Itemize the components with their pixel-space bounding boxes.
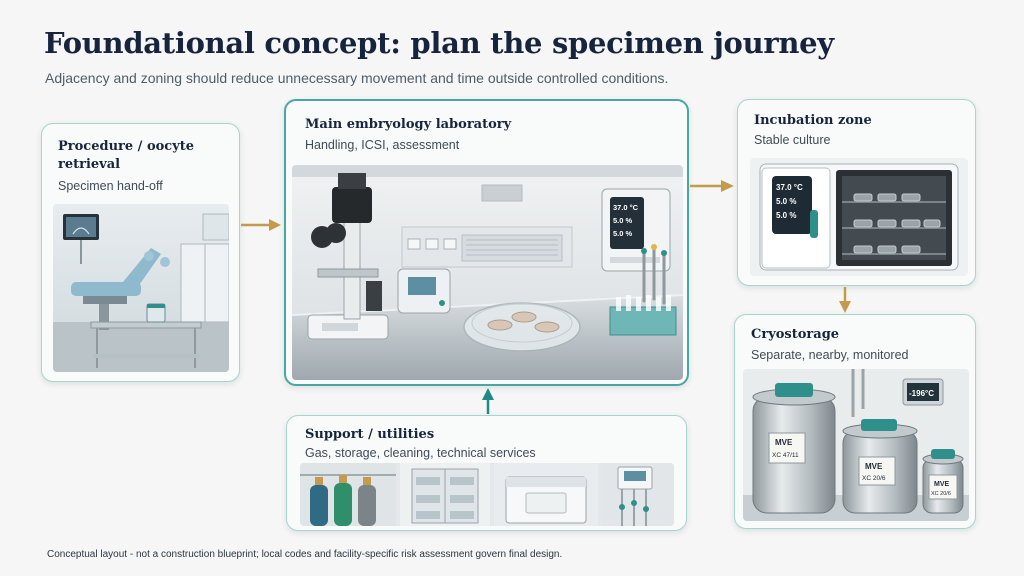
page-subtitle: Adjacency and zoning should reduce unnec…: [45, 70, 669, 86]
main-lab-illustration: 37.0 °C 5.0 % 5.0 %: [292, 165, 683, 380]
incubation-zone-card: Incubation zone Stable culture 37.0 °C 5…: [737, 99, 976, 286]
incubator-display-temp: 37.0 °C: [776, 183, 803, 192]
dewar-2-label-line1: MVE: [865, 462, 883, 471]
lab-display-gas-2: 5.0 %: [613, 229, 633, 238]
incubator-display-gas-1: 5.0 %: [776, 197, 796, 206]
page-title: Foundational concept: plan the specimen …: [44, 26, 834, 60]
footnote: Conceptual layout - not a construction b…: [47, 549, 563, 560]
cryo-monitor-reading: -196°C: [909, 389, 934, 398]
arrow-lab-to-incubation: [690, 179, 734, 193]
cryostorage-zone-subtitle: Separate, nearby, monitored: [751, 348, 909, 362]
cryostorage-illustration: -196°C MVE XC 47/11 MVE XC 20/6 MVE XC 2…: [743, 369, 969, 521]
lab-display-gas-1: 5.0 %: [613, 216, 633, 225]
support-zone-subtitle: Gas, storage, cleaning, technical servic…: [305, 446, 536, 460]
main-lab-zone-title: Main embryology laboratory: [305, 117, 512, 132]
procedure-zone-title-line1: Procedure / oocyte: [58, 139, 195, 154]
main-lab-zone-subtitle: Handling, ICSI, assessment: [305, 138, 460, 152]
dewar-1-label-line2: XC 47/11: [772, 452, 799, 459]
procedure-zone-subtitle: Specimen hand-off: [58, 179, 163, 193]
main-lab-zone-card: Main embryology laboratory Handling, ICS…: [284, 99, 689, 386]
cryostorage-zone-card: Cryostorage Separate, nearby, monitored …: [734, 314, 976, 529]
support-utilities-illustration: [300, 463, 674, 526]
support-zone-title: Support / utilities: [305, 427, 435, 442]
dewar-1-label-line1: MVE: [775, 438, 793, 447]
cryostorage-zone-title: Cryostorage: [751, 327, 840, 342]
incubation-zone-subtitle: Stable culture: [754, 133, 831, 147]
incubator-display-gas-2: 5.0 %: [776, 211, 796, 220]
incubator-illustration: 37.0 °C 5.0 % 5.0 %: [750, 158, 968, 276]
arrow-support-to-lab: [481, 388, 495, 414]
dewar-2-label-line2: XC 20/6: [862, 475, 886, 482]
procedure-zone-title: Procedure / oocyte retrieval: [58, 138, 194, 174]
lab-display-temp: 37.0 °C: [613, 203, 639, 212]
arrow-procedure-to-lab: [241, 218, 281, 232]
incubation-zone-title: Incubation zone: [754, 113, 872, 128]
dewar-3-label-line2: XC 20/6: [931, 491, 951, 497]
procedure-room-illustration: [53, 204, 229, 372]
procedure-zone-title-line2: retrieval: [58, 157, 121, 172]
dewar-3-label-line1: MVE: [934, 481, 950, 488]
procedure-zone-card: Procedure / oocyte retrieval Specimen ha…: [41, 123, 240, 382]
support-zone-card: Support / utilities Gas, storage, cleani…: [286, 415, 687, 531]
arrow-incubation-to-cryostorage: [838, 287, 852, 313]
